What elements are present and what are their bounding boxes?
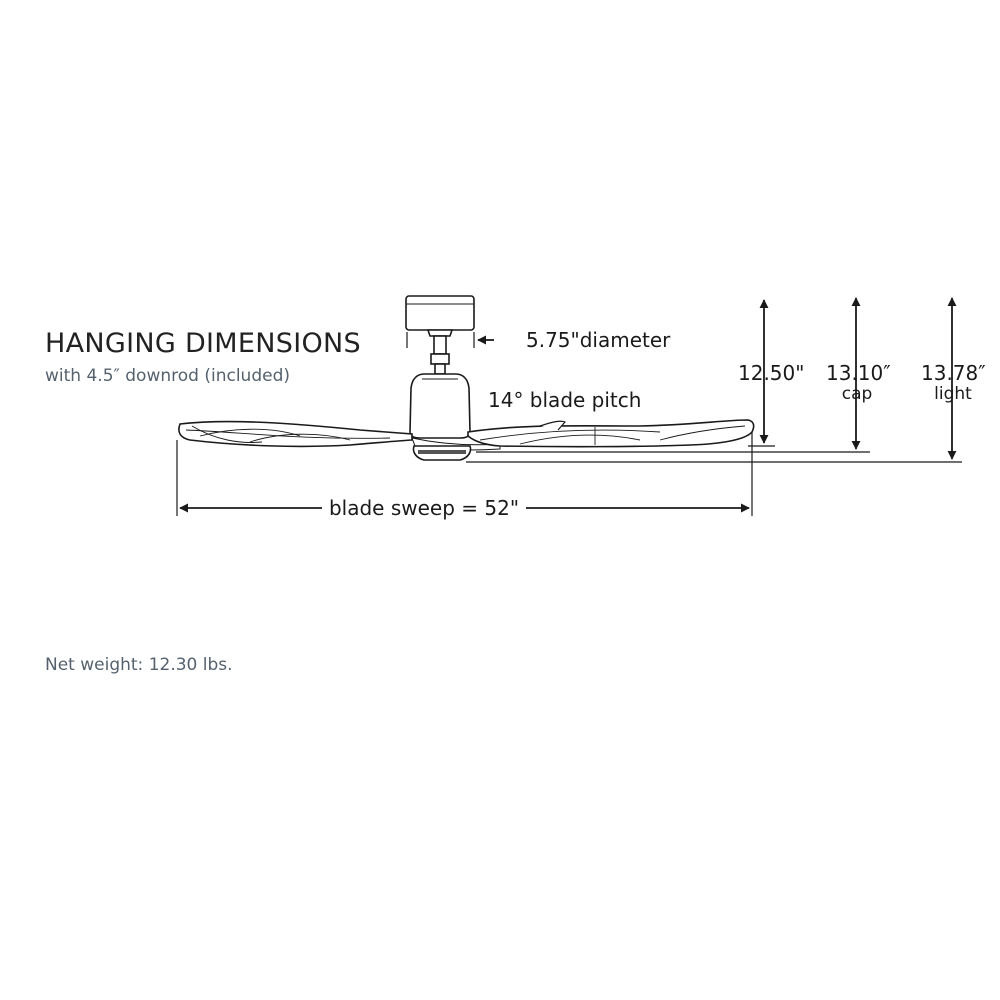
height-cap-value: 13.10″: [826, 361, 891, 385]
blade-pitch-label: 14° blade pitch: [488, 388, 641, 412]
canopy-collar: [426, 329, 454, 337]
diagram-labels: 5.75"diameter 14° blade pitch blade swee…: [329, 328, 986, 520]
diagram-subtitle: with 4.5″ downrod (included): [45, 366, 290, 386]
height-light-label: light: [934, 384, 972, 404]
right-blade-grain-1: [479, 429, 661, 441]
canopy-diameter-label: 5.75"diameter: [526, 328, 671, 352]
motor-housing: [409, 373, 471, 439]
diagram-title: HANGING DIMENSIONS: [45, 328, 361, 359]
right-blade-grain-3: [659, 425, 746, 441]
blade-sweep-label: blade sweep = 52": [329, 496, 519, 520]
left-blade-grain-1: [185, 429, 391, 439]
dimension-arrows: [179, 297, 957, 513]
left-blade-grain-2: [199, 428, 301, 437]
fan-illustration: [178, 295, 755, 461]
left-blade-grain-3: [249, 433, 351, 443]
downrod-lower: [434, 363, 446, 375]
height-light-value: 13.78″: [921, 361, 986, 385]
right-blade-tip: [539, 420, 567, 431]
height-cap-label: cap: [842, 384, 873, 404]
reference-lines: [176, 432, 962, 516]
fan-canopy: [405, 295, 475, 331]
downrod-coupler: [430, 353, 450, 365]
right-blade: [467, 419, 755, 448]
net-weight: Net weight: 12.30 lbs.: [45, 655, 233, 675]
height-base-label: 12.50": [738, 361, 804, 385]
downrod: [433, 335, 447, 355]
right-blade-grain-2: [519, 434, 641, 445]
left-blade-grain-4: [191, 425, 263, 443]
